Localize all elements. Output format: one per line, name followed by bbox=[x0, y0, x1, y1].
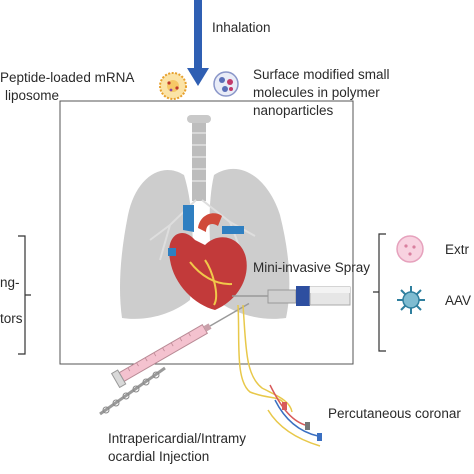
nanoparticle-icon bbox=[213, 71, 239, 97]
left-bracket bbox=[18, 235, 31, 355]
left-label-top: ng- bbox=[0, 275, 20, 290]
heart bbox=[168, 205, 247, 310]
inhalation-label: Inhalation bbox=[212, 20, 271, 35]
catheter-wires bbox=[237, 304, 322, 447]
surface-label-line2: molecules in polymer bbox=[253, 85, 380, 100]
peptide-label-line2: liposome bbox=[5, 88, 60, 103]
extracellular-label: Extr bbox=[445, 242, 470, 257]
left-lung bbox=[120, 169, 193, 319]
peptide-label-line1: Peptide-loaded mRNA bbox=[0, 70, 135, 85]
right-bracket bbox=[373, 233, 386, 352]
spray-label: Mini-invasive Spray bbox=[253, 260, 371, 275]
surface-label-line1: Surface modified small bbox=[253, 67, 390, 82]
aav-icon bbox=[397, 286, 425, 314]
vesicle-icon bbox=[396, 235, 424, 263]
spray-device bbox=[232, 286, 351, 306]
inhalation-arrow bbox=[187, 0, 209, 86]
percutaneous-label: Percutaneous coronar bbox=[328, 406, 461, 421]
injection-label-line1: Intrapericardial/Intramy bbox=[108, 431, 247, 446]
surface-label-line3: nanoparticles bbox=[253, 103, 334, 118]
aav-label: AAV bbox=[445, 293, 472, 308]
trachea bbox=[187, 115, 211, 201]
left-label-bottom: tors bbox=[0, 311, 23, 326]
injection-label-line2: ocardial Injection bbox=[108, 449, 210, 464]
liposome-icon bbox=[159, 72, 187, 100]
central-frame bbox=[59, 100, 354, 365]
syringe bbox=[99, 302, 250, 416]
